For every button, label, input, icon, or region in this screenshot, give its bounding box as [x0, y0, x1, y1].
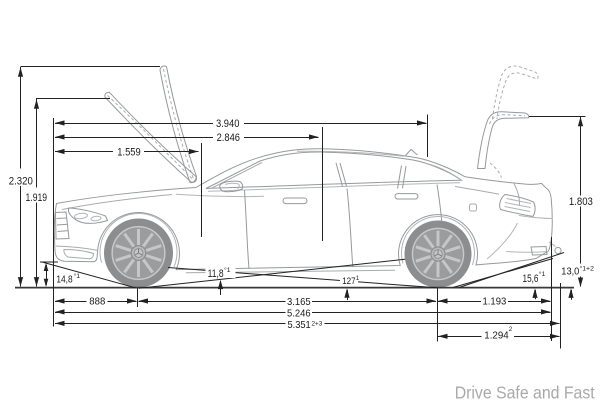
svg-text:1.294: 1.294 — [484, 330, 509, 342]
svg-text:127: 127 — [342, 276, 355, 287]
svg-text:2.320: 2.320 — [9, 175, 33, 187]
svg-text:5.246: 5.246 — [287, 308, 311, 319]
svg-text:13,0: 13,0 — [561, 266, 579, 278]
svg-text:2+3: 2+3 — [312, 320, 323, 327]
svg-text:°1+2: °1+2 — [580, 265, 595, 272]
svg-text:1.193: 1.193 — [483, 297, 507, 308]
svg-text:1: 1 — [356, 276, 360, 282]
svg-text:1.559: 1.559 — [117, 146, 140, 158]
svg-text:1.803: 1.803 — [569, 196, 593, 208]
svg-text:3.940: 3.940 — [216, 118, 239, 130]
svg-text:3.165: 3.165 — [287, 297, 311, 308]
svg-text:°1: °1 — [224, 266, 231, 274]
svg-text:Drive Safe and Fast: Drive Safe and Fast — [455, 383, 595, 403]
svg-text:1.919: 1.919 — [26, 192, 48, 204]
svg-text:15,6: 15,6 — [523, 273, 539, 285]
svg-text:888: 888 — [89, 297, 105, 308]
svg-text:14,8: 14,8 — [56, 274, 72, 286]
svg-text:°1: °1 — [539, 270, 546, 278]
svg-text:5.351: 5.351 — [288, 319, 311, 331]
svg-text:2.846: 2.846 — [217, 132, 240, 144]
svg-text:2: 2 — [509, 326, 513, 333]
svg-text:11,8: 11,8 — [208, 268, 224, 280]
svg-text:°1: °1 — [74, 272, 81, 280]
